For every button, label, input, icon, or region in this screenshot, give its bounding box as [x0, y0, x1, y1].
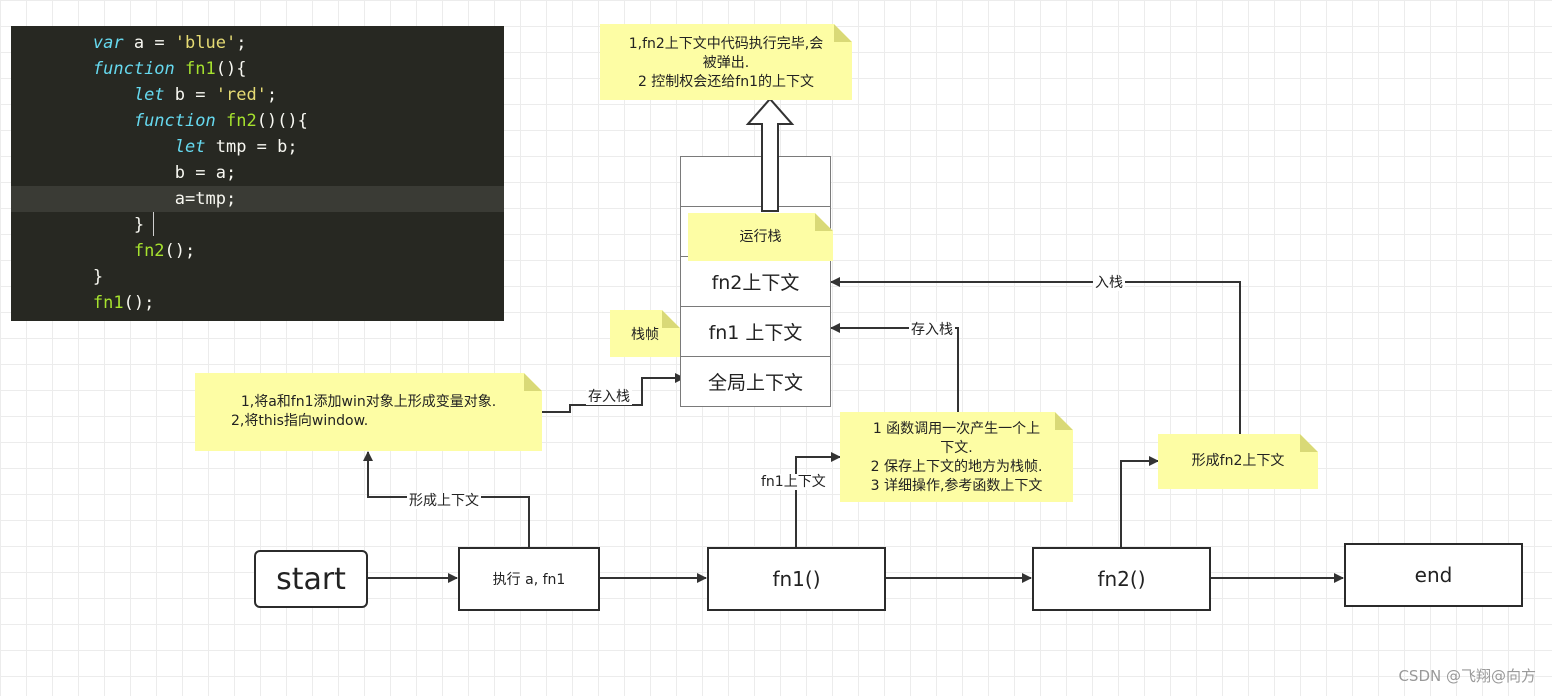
code-token: b = — [164, 85, 216, 105]
note-run-stack: 运行栈 — [688, 213, 833, 261]
end-node: end — [1344, 543, 1523, 607]
code-token: var — [92, 33, 124, 53]
note-pop: 1,fn2上下文中代码执行完毕,会 被弹出. 2 控制权会还给fn1的上下文 — [600, 24, 852, 100]
note-call: 1 函数调用一次产生一个上 下文. 2 保存上下文的地方为栈帧. 3 详细操作,… — [840, 412, 1073, 502]
fn1-node: fn1() — [707, 547, 886, 611]
label-push-global: 存入栈 — [586, 389, 632, 405]
code-line: fn2(); — [11, 238, 504, 264]
code-line: let b = 'red'; — [11, 82, 504, 108]
code-token: b = a; — [174, 163, 237, 183]
code-token: ; — [236, 33, 247, 53]
fn2-node: fn2() — [1032, 547, 1211, 611]
label-fn1-context: fn1上下文 — [759, 474, 828, 490]
label-push-fn1: 存入栈 — [909, 322, 955, 338]
code-token: } — [92, 267, 104, 287]
label-push-fn2: 入栈 — [1093, 275, 1125, 291]
text-cursor — [153, 212, 154, 236]
watermark: CSDN @飞翔@向方 — [1398, 667, 1536, 685]
code-token: } — [133, 215, 145, 235]
note-fn2-context: 形成fn2上下文 — [1158, 434, 1318, 489]
code-line: b = a; — [11, 160, 504, 186]
code-token: fn2 — [225, 111, 257, 131]
stack-cell-global: 全局上下文 — [680, 356, 831, 407]
stack-cell-fn1: fn1 上下文 — [680, 306, 831, 357]
code-line: a=tmp; — [11, 186, 504, 212]
code-line: } — [11, 212, 504, 238]
code-token: let — [133, 85, 165, 105]
exec-node: 执行 a, fn1 — [458, 547, 600, 611]
code-line: } — [11, 264, 504, 290]
code-token: 'blue' — [174, 33, 237, 53]
code-line: function fn1(){ — [11, 56, 504, 82]
edge-fn1-callnote — [795, 452, 841, 548]
code-token: 'red' — [215, 85, 267, 105]
note-global: 1,将a和fn1添加win对象上形成变量对象. 2,将this指向window. — [195, 373, 542, 451]
edge-callnote-stack — [830, 323, 959, 412]
start-node: start — [254, 550, 368, 608]
stack-slot-empty-1 — [680, 156, 831, 207]
code-token: fn1 — [92, 293, 124, 313]
code-token: a = — [123, 33, 175, 53]
label-form-context: 形成上下文 — [407, 493, 481, 509]
code-token: (){ — [215, 59, 247, 79]
code-token: ()(){ — [256, 111, 308, 131]
code-token: function — [92, 59, 175, 79]
code-line: function fn2()(){ — [11, 108, 504, 134]
code-token: fn1 — [185, 59, 216, 79]
code-panel: fn1(); } fn2(); } a=tmp; b = a; let tmp … — [11, 26, 504, 321]
edge-globalnote-stack — [542, 373, 685, 413]
note-frame: 栈帧 — [610, 310, 680, 357]
code-line: fn1(); — [11, 290, 504, 316]
edge-fn2-note — [1120, 456, 1159, 548]
code-token: (); — [123, 293, 155, 313]
code-token: a=tmp; — [174, 189, 237, 209]
code-token: ; — [266, 85, 278, 105]
code-token: fn2 — [133, 241, 165, 261]
code-line: var a = 'blue'; — [11, 30, 504, 56]
edge-fn2note-stack — [830, 277, 1241, 434]
code-token: let — [174, 137, 206, 157]
code-line: let tmp = b; — [11, 134, 504, 160]
code-token: (); — [164, 241, 196, 261]
code-token: function — [133, 111, 216, 131]
code-token: tmp = b; — [205, 137, 298, 157]
